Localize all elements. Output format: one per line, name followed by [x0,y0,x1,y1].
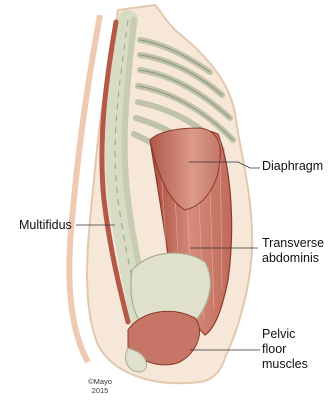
label-diaphragm: Diaphragm [262,159,323,174]
label-transverse-line2: abdominis [262,251,319,266]
copyright-notice: ©Mayo 2015 [80,377,120,395]
copyright-line1: ©Mayo [80,377,120,386]
label-multifidus: Multifidus [19,218,72,233]
label-pelvic-line1: Pelvic [262,327,295,342]
label-pelvic-line3: muscles [262,357,308,372]
label-pelvic-line2: floor [262,342,286,357]
copyright-line2: 2015 [80,386,120,395]
label-transverse-line1: Transverse [262,236,324,251]
